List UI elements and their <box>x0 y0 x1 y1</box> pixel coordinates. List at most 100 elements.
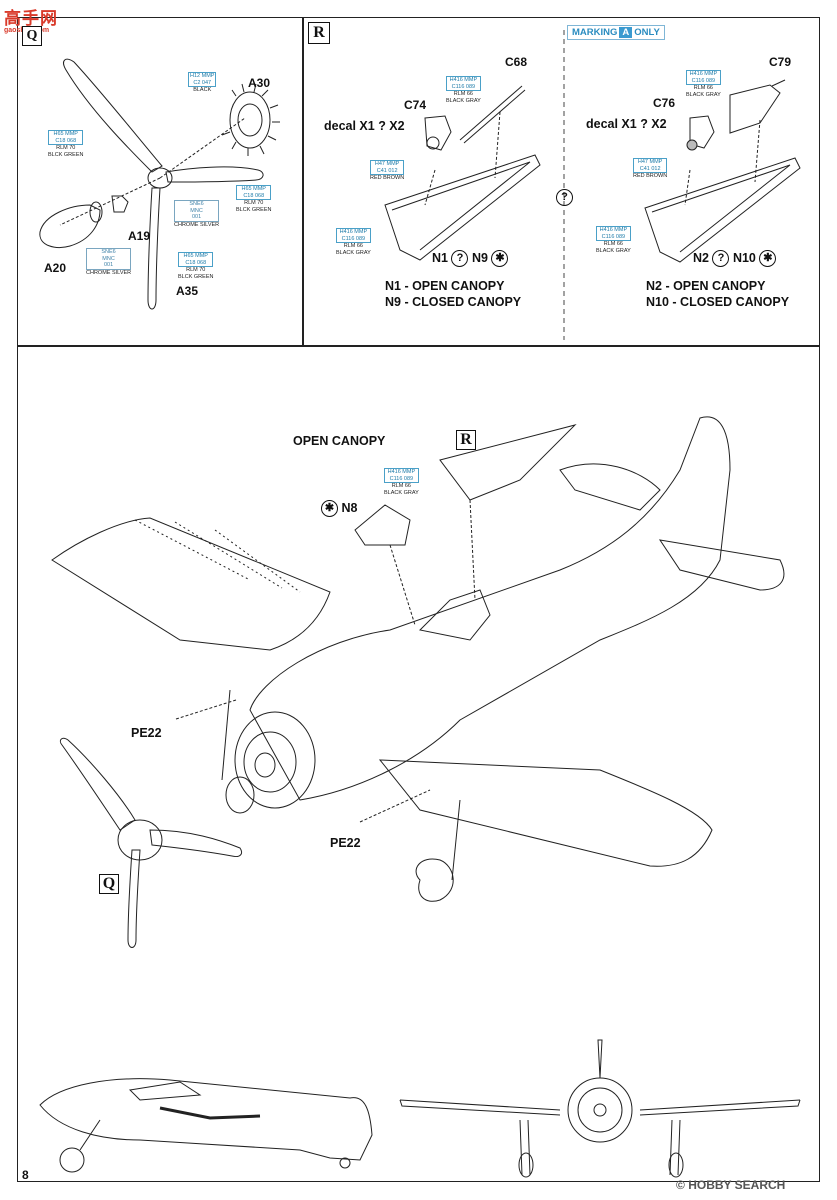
decal-ref-n8: ✱ N8 <box>321 500 357 517</box>
step-r-label: R <box>308 22 330 44</box>
paint-mid2: 001 <box>191 214 202 220</box>
part-a19-label: A19 <box>128 229 151 243</box>
paint-name: CHROME SILVER <box>86 269 132 276</box>
marking-letter: A <box>619 27 633 38</box>
step-r-reference: R <box>456 430 476 450</box>
step-q-label: Q <box>22 26 42 46</box>
question-icon: ? <box>451 250 469 267</box>
paint-code: H65 MMP <box>241 186 266 192</box>
part-pe22-label-upper: PE22 <box>131 726 162 740</box>
paint-name: BLACK <box>193 87 212 93</box>
paint-name-2: BLCK GREEN <box>236 206 272 213</box>
paint-mid: C18 068 <box>243 192 265 199</box>
star-icon: ✱ <box>321 500 338 517</box>
decal-label-left: decal X1 ? X2 <box>324 119 405 133</box>
front-view-drawing <box>399 1039 801 1178</box>
paint-mid: C116 089 <box>341 235 366 242</box>
main-aircraft-drawing <box>51 416 785 948</box>
paint-name-2: BLACK GRAY <box>596 247 631 254</box>
paint-name-2: BLACK GRAY <box>446 97 481 104</box>
paint-code: H416 MMP <box>599 227 628 233</box>
canopy-note-right-2: N10 - CLOSED CANOPY <box>646 295 790 309</box>
paint-mid: C116 089 <box>601 233 626 240</box>
watermark-text: HOBBY SEARCH <box>688 1178 786 1192</box>
step-r-panel <box>302 17 820 347</box>
part-c79-label: C79 <box>769 55 792 69</box>
main-assembly-panel <box>17 345 820 1182</box>
paint-mid: C18 068 <box>185 259 207 266</box>
paint-mid: C41 012 <box>639 165 661 172</box>
paint-name-1: RLM 70 <box>244 200 264 206</box>
step-q-reference: Q <box>99 874 119 894</box>
paint-name-1: RLM 70 <box>56 145 76 151</box>
paint-code: H47 MMP <box>637 159 663 165</box>
part-a20-label: A20 <box>44 261 67 275</box>
decal-ref-a: N1 <box>432 250 448 265</box>
paint-name-2: BLCK GREEN <box>178 273 214 280</box>
paint-code: H47 MMP <box>374 161 400 167</box>
paint-mid2: 001 <box>103 262 114 268</box>
part-c74-label: C74 <box>404 98 427 112</box>
part-c68-label: C68 <box>505 55 528 69</box>
paint-name-1: RLM 66 <box>603 241 623 247</box>
page-number: 8 <box>22 1168 29 1182</box>
paint-name: RED BROWN <box>633 173 668 179</box>
paint-name-1: RLM 66 <box>343 243 363 249</box>
paint-mid: C41 012 <box>376 167 398 174</box>
paint-name-2: BLCK GREEN <box>48 151 84 158</box>
part-a35-label: A35 <box>176 284 199 298</box>
paint-mid: C18 068 <box>55 137 77 144</box>
star-icon: ✱ <box>759 250 777 267</box>
paint-mid: C116 089 <box>691 77 716 84</box>
paint-code: H416 MMP <box>387 469 416 475</box>
paint-name-1: RLM 66 <box>391 483 411 489</box>
canopy-note-left-2: N9 - CLOSED CANOPY <box>385 295 522 309</box>
paint-code: H416 MMP <box>449 77 478 83</box>
part-a30-label: A30 <box>248 76 271 90</box>
decal-ref-b: N10 <box>732 250 756 265</box>
paint-name-1: RLM 66 <box>693 85 713 91</box>
star-icon: ✱ <box>491 250 509 267</box>
paint-name-2: BLACK GRAY <box>384 489 419 496</box>
marking-prefix: MARKING <box>572 27 618 38</box>
marking-suffix: ONLY <box>634 27 660 38</box>
paint-mid: C116 089 <box>389 475 414 482</box>
side-view-drawing <box>39 1078 373 1173</box>
paint-name: RED BROWN <box>370 175 405 181</box>
decal-ref-a: N2 <box>693 250 709 265</box>
decal-ref-right: N2 ? N10 ✱ <box>693 250 777 267</box>
paint-code: H416 MMP <box>339 229 368 235</box>
open-canopy-title: OPEN CANOPY <box>293 434 386 448</box>
paint-name-2: BLACK GRAY <box>336 249 371 256</box>
paint-code: SNE6 <box>101 249 116 255</box>
decal-ref-left: N1 ? N9 ✱ <box>432 250 509 267</box>
step-q-panel <box>17 17 304 347</box>
part-pe22-label-lower: PE22 <box>330 836 361 850</box>
paint-code: H12 MMP <box>190 73 215 79</box>
paint-code: SNE6 <box>189 201 204 207</box>
paint-mid: C2 047 <box>193 79 212 86</box>
r-left-canopy-drawing <box>384 85 541 261</box>
decal-ref-b: N9 <box>471 250 488 265</box>
logo-text: 高手网 <box>4 9 58 29</box>
question-icon: ? <box>556 189 573 207</box>
paint-code: H65 MMP <box>183 253 208 259</box>
question-icon: ? <box>712 250 730 267</box>
copyright-icon: © <box>676 1178 685 1192</box>
r-right-canopy-drawing <box>644 79 801 263</box>
watermark: © HOBBY SEARCH <box>676 1178 785 1192</box>
paint-name: CHROME SILVER <box>174 221 220 228</box>
